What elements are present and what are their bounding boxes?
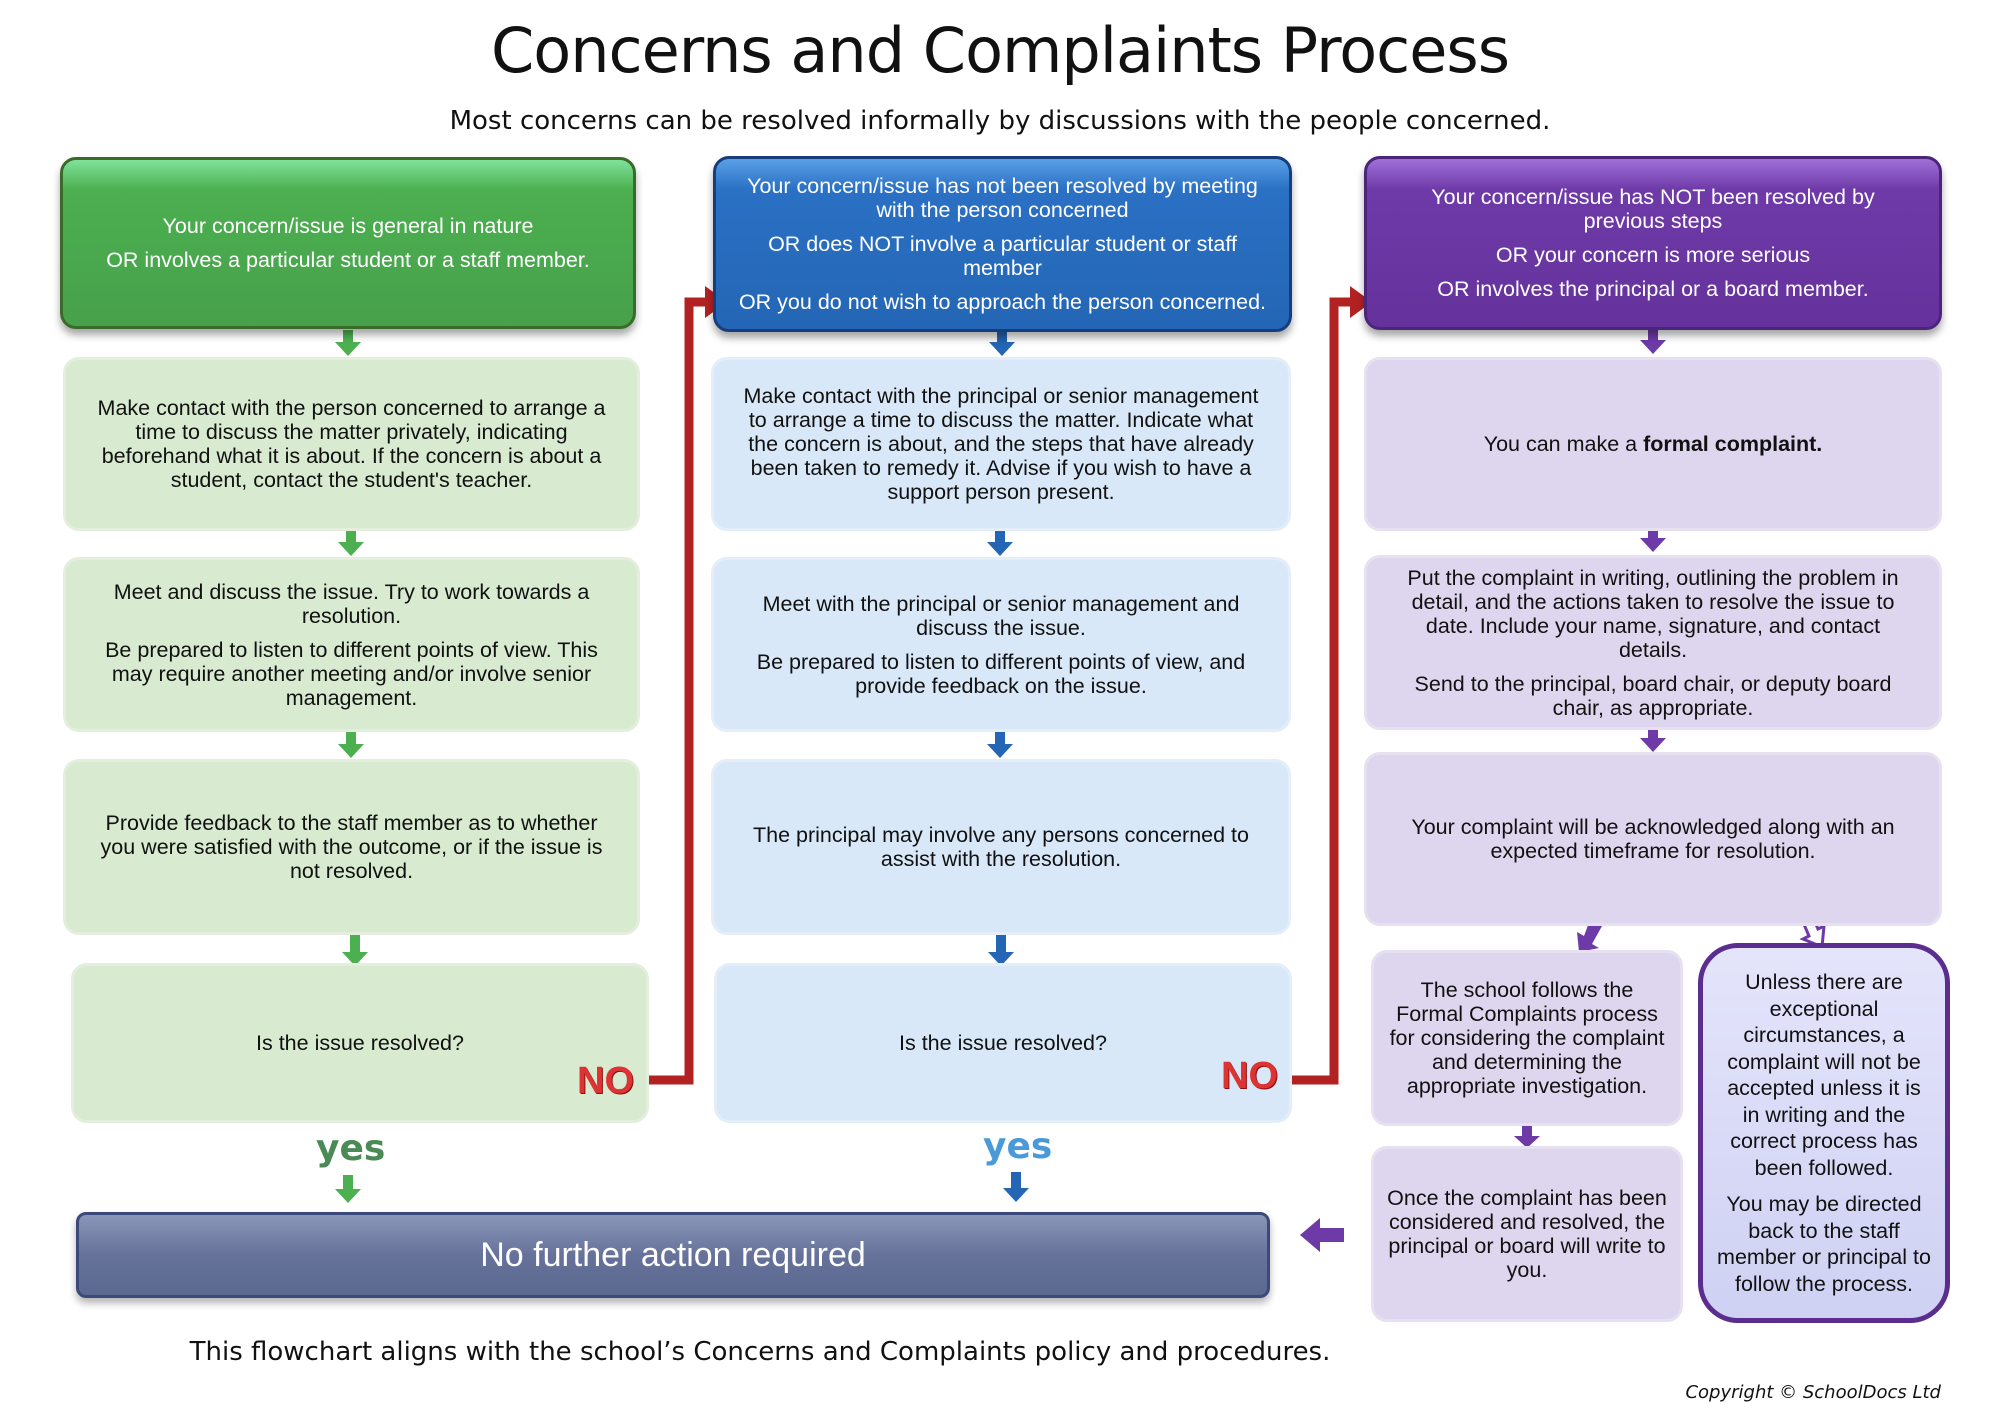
step-text: Put the complaint in writing, outlining … bbox=[1407, 565, 1899, 662]
col3-step4: The school follows the Formal Complaints… bbox=[1371, 950, 1683, 1126]
outcome-text: No further action required bbox=[480, 1236, 866, 1274]
step-text: Meet with the principal or senior manage… bbox=[762, 591, 1240, 640]
header-line: OR involves the principal or a board mem… bbox=[1437, 277, 1869, 301]
question-text: Is the issue resolved? bbox=[256, 1031, 464, 1055]
header-line: OR you do not wish to approach the perso… bbox=[738, 290, 1267, 314]
no-label: NO bbox=[1221, 1055, 1278, 1097]
yes-label: yes bbox=[983, 1126, 1053, 1167]
col2-header: Your concern/issue has not been resolved… bbox=[713, 156, 1292, 332]
no-further-action-box: No further action required bbox=[76, 1212, 1270, 1298]
step-text-plain: You can make a bbox=[1483, 432, 1644, 456]
col1-step3: Provide feedback to the staff member as … bbox=[63, 759, 640, 935]
header-line: OR involves a particular student or a st… bbox=[106, 248, 590, 272]
header-line: OR does NOT involve a particular student… bbox=[768, 232, 1237, 280]
header-line: Your concern/issue has not been resolved… bbox=[747, 174, 1258, 222]
col3-note: Unless there are exceptional circumstanc… bbox=[1698, 943, 1950, 1323]
col2-step2: Meet with the principal or senior manage… bbox=[711, 557, 1291, 732]
down-arrow-icon bbox=[1300, 330, 1666, 1252]
note-text: You may be directed back to the staff me… bbox=[1717, 1192, 1931, 1296]
col1-step2: Meet and discuss the issue. Try to work … bbox=[63, 557, 640, 732]
step-text: The school follows the Formal Complaints… bbox=[1389, 978, 1665, 1098]
col1-step1: Make contact with the person concerned t… bbox=[63, 357, 640, 531]
step-text: Send to the principal, board chair, or d… bbox=[1414, 671, 1892, 720]
col3-step2: Put the complaint in writing, outlining … bbox=[1364, 555, 1942, 730]
no-label: NO bbox=[577, 1060, 634, 1102]
col3-header: Your concern/issue has NOT been resolved… bbox=[1364, 156, 1942, 330]
formal-complaint-emphasis: formal complaint. bbox=[1643, 432, 1823, 456]
step-text: Make contact with the person concerned t… bbox=[97, 396, 606, 492]
note-text: Unless there are exceptional circumstanc… bbox=[1727, 970, 1921, 1180]
footer-note: This flowchart aligns with the school’s … bbox=[189, 1337, 1331, 1367]
step-text: Meet and discuss the issue. Try to work … bbox=[113, 579, 590, 628]
step-text: Your complaint will be acknowledged alon… bbox=[1411, 815, 1895, 863]
left-arrow-icon bbox=[1300, 1218, 1344, 1252]
step-text: You can make a formal complaint. bbox=[1484, 432, 1823, 456]
col3-step3: Your complaint will be acknowledged alon… bbox=[1364, 752, 1942, 926]
col2-question: Is the issue resolved? bbox=[714, 963, 1292, 1123]
col1-question: Is the issue resolved? bbox=[71, 963, 649, 1123]
col3-step5: Once the complaint has been considered a… bbox=[1371, 1146, 1683, 1322]
question-text: Is the issue resolved? bbox=[899, 1031, 1107, 1055]
step-text: Once the complaint has been considered a… bbox=[1387, 1186, 1667, 1282]
subtitle: Most concerns can be resolved informally… bbox=[449, 106, 1551, 136]
header-line: Your concern/issue has NOT been resolved… bbox=[1431, 185, 1875, 233]
header-line: Your concern/issue is general in nature bbox=[162, 214, 534, 238]
header-line: OR your concern is more serious bbox=[1495, 243, 1811, 267]
step-text: Be prepared to listen to different point… bbox=[105, 637, 598, 710]
col2-step1: Make contact with the principal or senio… bbox=[711, 357, 1291, 531]
step-text: Provide feedback to the staff member as … bbox=[100, 811, 603, 883]
col3-step1: You can make a formal complaint. bbox=[1364, 357, 1942, 531]
step-text: Make contact with the principal or senio… bbox=[743, 384, 1259, 504]
step-text: The principal may involve any persons co… bbox=[753, 823, 1249, 871]
col2-step3: The principal may involve any persons co… bbox=[711, 759, 1291, 935]
step-text: Be prepared to listen to different point… bbox=[756, 649, 1246, 698]
copyright: Copyright © SchoolDocs Ltd bbox=[1685, 1382, 1941, 1403]
page-title: Concerns and Complaints Process bbox=[490, 14, 1510, 87]
down-arrow-icon bbox=[987, 332, 1029, 1202]
yes-label: yes bbox=[316, 1128, 386, 1169]
down-arrow-icon bbox=[335, 330, 368, 1203]
